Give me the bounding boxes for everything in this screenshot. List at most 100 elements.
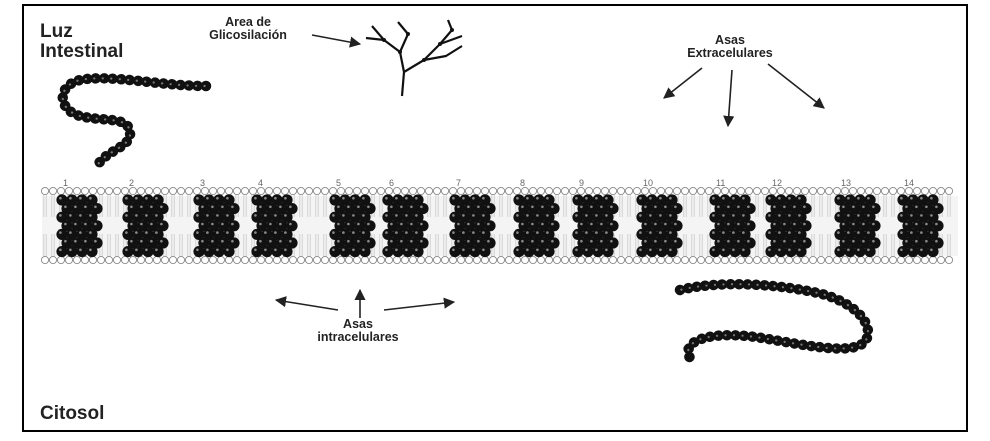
- segment-number-4: 4: [258, 178, 263, 188]
- residue-shine: [482, 249, 485, 252]
- residue-shine: [362, 231, 365, 234]
- lipid-head: [697, 187, 704, 194]
- lipid-head: [865, 256, 872, 263]
- residue-shine: [284, 214, 287, 217]
- lipid-head: [41, 187, 48, 194]
- lipid-head: [353, 187, 360, 194]
- residue-shine: [254, 197, 257, 200]
- residue-shine: [654, 206, 657, 209]
- residue-shine: [644, 240, 647, 243]
- residue-shine: [289, 206, 292, 209]
- glycan-node: [382, 38, 386, 42]
- residue-shine: [783, 223, 786, 226]
- residue-shine: [717, 223, 720, 226]
- residue-shine: [747, 240, 750, 243]
- lipid-head: [345, 256, 352, 263]
- residue-shine: [900, 231, 903, 234]
- lipid-head: [593, 256, 600, 263]
- residue-shine: [457, 206, 460, 209]
- lipid-head: [329, 256, 336, 263]
- lipid-head: [361, 187, 368, 194]
- residue-shine: [900, 249, 903, 252]
- residue-shine: [211, 240, 214, 243]
- residue-shine: [357, 240, 360, 243]
- residue-shine: [737, 206, 740, 209]
- residue: [729, 246, 740, 257]
- residue: [785, 246, 796, 257]
- lipid-head: [465, 256, 472, 263]
- residue-shine: [669, 214, 672, 217]
- residue-shine: [201, 240, 204, 243]
- lipid-head: [737, 256, 744, 263]
- lipid-head: [193, 256, 200, 263]
- residue-shine: [852, 240, 855, 243]
- residue: [459, 246, 470, 257]
- residue-shine: [130, 223, 133, 226]
- residue: [392, 246, 403, 257]
- residue-shine: [664, 223, 667, 226]
- residue-shine: [546, 197, 549, 200]
- residue-shine: [196, 197, 199, 200]
- residue-shine: [842, 223, 845, 226]
- lipid-head: [257, 187, 264, 194]
- residue-shine: [644, 206, 647, 209]
- residue-shine: [872, 240, 875, 243]
- residue: [359, 246, 370, 257]
- residue: [513, 246, 524, 257]
- lipid-head: [761, 187, 768, 194]
- lipid-head: [537, 256, 544, 263]
- residue-shine: [477, 223, 480, 226]
- lipid-head: [745, 256, 752, 263]
- lipid-head: [441, 187, 448, 194]
- residue-shine: [89, 249, 92, 252]
- residue: [844, 246, 855, 257]
- lipid-head: [281, 187, 288, 194]
- lipid-head: [49, 187, 56, 194]
- residue-shine: [664, 240, 667, 243]
- residue-shine: [74, 206, 77, 209]
- residue-shine: [196, 214, 199, 217]
- residue-shine: [531, 206, 534, 209]
- residue-shine: [531, 240, 534, 243]
- residue-shine: [89, 197, 92, 200]
- residue-shine: [857, 249, 860, 252]
- residue-shine: [357, 206, 360, 209]
- residue-shine: [727, 206, 730, 209]
- residue-shine: [130, 206, 133, 209]
- residue-shine: [352, 249, 355, 252]
- lipid-head: [625, 187, 632, 194]
- residue: [329, 246, 340, 257]
- lipid-head: [513, 256, 520, 263]
- residue-shine: [649, 214, 652, 217]
- residue-shine: [206, 214, 209, 217]
- segment-number-1: 1: [63, 178, 68, 188]
- lipid-head: [81, 256, 88, 263]
- lipid-head: [105, 256, 112, 263]
- lipid-head: [233, 256, 240, 263]
- residue-shine: [837, 214, 840, 217]
- residue-shine: [803, 240, 806, 243]
- lipid-head: [897, 187, 904, 194]
- residue-shine: [274, 214, 277, 217]
- residue: [523, 246, 534, 257]
- residue-shine: [462, 214, 465, 217]
- lipid-head: [945, 256, 952, 263]
- residue-shine: [130, 240, 133, 243]
- lipid-head: [481, 187, 488, 194]
- residue-shine: [405, 249, 408, 252]
- residue-shine: [472, 197, 475, 200]
- residue: [602, 246, 613, 257]
- lipid-head: [921, 187, 928, 194]
- residue: [775, 246, 786, 257]
- lipid-head: [409, 256, 416, 263]
- helix-14: [897, 194, 943, 257]
- residue-shine: [274, 231, 277, 234]
- lipid-head: [153, 187, 160, 194]
- residue-shine: [211, 223, 214, 226]
- lipid-head: [113, 256, 120, 263]
- lipid-head: [417, 256, 424, 263]
- residue: [271, 246, 282, 257]
- bead-strand: [680, 284, 868, 358]
- residue-shine: [905, 240, 908, 243]
